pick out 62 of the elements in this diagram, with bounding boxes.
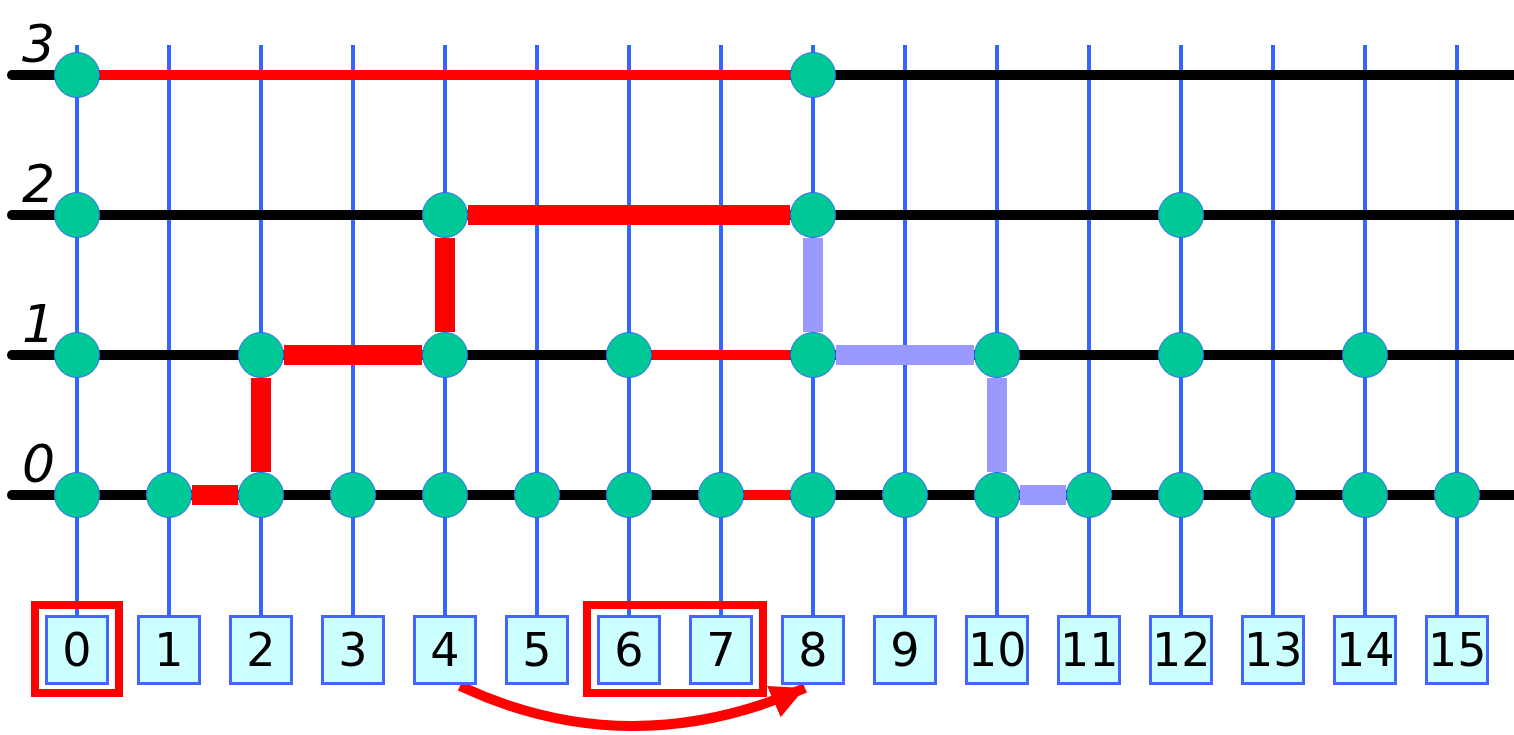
node-dot (790, 192, 836, 238)
search-path (1020, 485, 1066, 505)
array-cell: 4 (413, 615, 477, 685)
node-dot (330, 472, 376, 518)
array-cell: 5 (505, 615, 569, 685)
level-number: 0 (22, 438, 56, 490)
search-path (803, 238, 823, 332)
node-dot (1434, 472, 1480, 518)
node-dot (1158, 332, 1204, 378)
search-path (284, 345, 422, 365)
array-cell: 9 (873, 615, 937, 685)
array-cell: 0 (45, 615, 109, 685)
search-path (468, 205, 790, 225)
search-path (435, 238, 455, 332)
node-dot (1066, 472, 1112, 518)
search-path (987, 378, 1007, 472)
node-dot (790, 472, 836, 518)
node-dot (1342, 472, 1388, 518)
array-cell: 8 (781, 615, 845, 685)
array-cell: 11 (1057, 615, 1121, 685)
node-dot (54, 472, 100, 518)
node-dot (1158, 192, 1204, 238)
node-dot (422, 472, 468, 518)
node-dot (54, 192, 100, 238)
level-number: 3 (22, 18, 56, 70)
search-path (251, 378, 271, 472)
array-cell: 7 (689, 615, 753, 685)
level-number: 2 (22, 158, 56, 210)
array-cell: 14 (1333, 615, 1397, 685)
node-dot (882, 472, 928, 518)
highlight-line (652, 350, 790, 360)
node-dot (606, 332, 652, 378)
highlight-line (744, 490, 790, 500)
array-cell: 2 (229, 615, 293, 685)
node-dot (606, 472, 652, 518)
array-cell: 13 (1241, 615, 1305, 685)
node-dot (1158, 472, 1204, 518)
node-dot (974, 332, 1020, 378)
node-dot (238, 332, 284, 378)
node-dot (790, 332, 836, 378)
node-dot (238, 472, 284, 518)
node-dot (1342, 332, 1388, 378)
node-dot (514, 472, 560, 518)
search-path (192, 485, 238, 505)
node-dot (422, 192, 468, 238)
array-cell: 12 (1149, 615, 1213, 685)
node-dot (422, 332, 468, 378)
highlight-line (100, 70, 790, 80)
node-dot (698, 472, 744, 518)
array-cell: 1 (137, 615, 201, 685)
search-path (836, 345, 974, 365)
array-cell: 6 (597, 615, 661, 685)
node-dot (974, 472, 1020, 518)
array-cell: 3 (321, 615, 385, 685)
array-cell: 10 (965, 615, 1029, 685)
node-dot (54, 332, 100, 378)
level-number: 1 (22, 298, 56, 350)
node-dot (146, 472, 192, 518)
node-dot (790, 52, 836, 98)
array-cell: 15 (1425, 615, 1489, 685)
node-dot (54, 52, 100, 98)
node-dot (1250, 472, 1296, 518)
